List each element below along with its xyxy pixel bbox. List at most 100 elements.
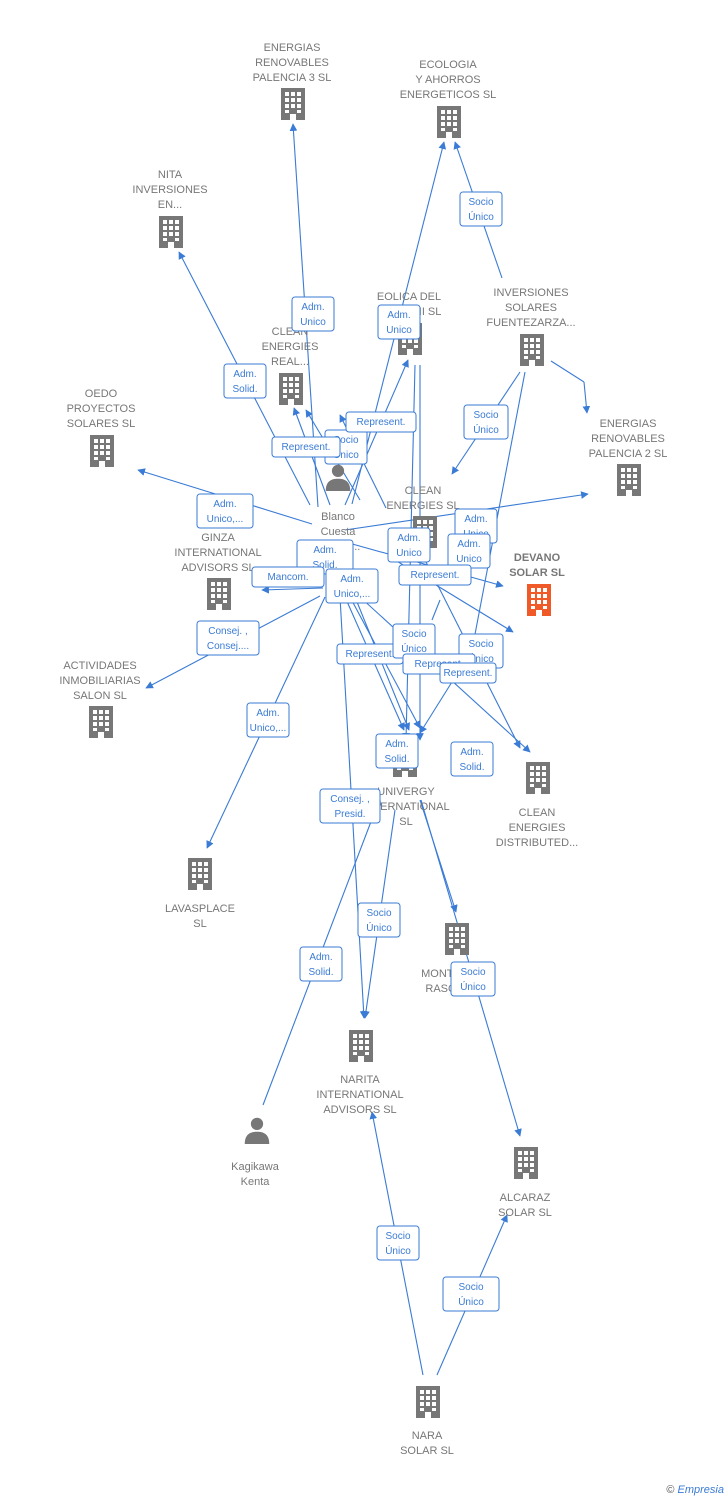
- svg-text:Mancom.: Mancom.: [267, 572, 308, 583]
- relation-label[interactable]: Adm.Solid.: [375, 733, 419, 769]
- building-icon: [445, 923, 469, 955]
- brand-logo[interactable]: Empresia: [677, 1484, 724, 1496]
- building-icon: [279, 373, 303, 405]
- svg-text:Único: Único: [468, 210, 494, 223]
- relation-label[interactable]: Represent.: [271, 436, 341, 458]
- svg-text:Adm.: Adm.: [464, 514, 487, 525]
- svg-text:Represent.: Represent.: [346, 649, 395, 660]
- edge-14: [261, 585, 324, 594]
- relation-label[interactable]: Adm.Solid.: [223, 363, 267, 399]
- svg-text:Socio: Socio: [333, 435, 358, 446]
- svg-text:Adm.: Adm.: [309, 952, 332, 963]
- svg-text:Solid.: Solid.: [459, 762, 484, 773]
- building-icon: [281, 88, 305, 120]
- building-icon: [617, 464, 641, 496]
- relation-label[interactable]: Adm.Unico,...: [246, 702, 290, 738]
- svg-text:Adm.: Adm.: [397, 533, 420, 544]
- building-icon: [159, 216, 183, 248]
- svg-text:Adm.: Adm.: [301, 302, 324, 313]
- svg-text:Socio: Socio: [385, 1231, 410, 1242]
- svg-text:Represent.: Represent.: [411, 570, 460, 581]
- svg-text:Represent.: Represent.: [415, 659, 464, 670]
- building-icon: [527, 584, 551, 616]
- svg-text:Adm.: Adm.: [460, 747, 483, 758]
- relation-label[interactable]: Consej. ,Presid.: [319, 788, 381, 824]
- relation-label[interactable]: Represent.: [439, 662, 497, 684]
- svg-text:Unico,...: Unico,...: [334, 589, 371, 600]
- relation-label[interactable]: Adm. Solid.: [450, 741, 494, 777]
- svg-text:Socio: Socio: [366, 908, 391, 919]
- copyright-icon: ©: [666, 1484, 675, 1496]
- building-icon: [520, 334, 544, 366]
- relation-label[interactable]: Adm.Solid.: [296, 539, 354, 575]
- svg-text:Socio: Socio: [460, 967, 485, 978]
- svg-text:Adm.: Adm.: [233, 369, 256, 380]
- relation-label[interactable]: Adm.Unico,...: [196, 493, 254, 529]
- relation-label[interactable]: Adm.Unico: [447, 533, 491, 569]
- relation-label[interactable]: Adm. Solid.: [299, 946, 343, 982]
- building-icon: [90, 435, 114, 467]
- svg-text:Socio: Socio: [401, 629, 426, 640]
- building-icon: [526, 762, 550, 794]
- svg-text:Único: Único: [458, 1295, 484, 1308]
- building-icon: [349, 1030, 373, 1062]
- edge-24: [471, 371, 526, 651]
- svg-text:Solid.: Solid.: [308, 967, 333, 978]
- relation-label[interactable]: Adm.Unico: [387, 527, 431, 563]
- svg-text:Represent.: Represent.: [357, 417, 406, 428]
- building-icon: [514, 1147, 538, 1179]
- svg-text:Adm.: Adm.: [340, 574, 363, 585]
- relation-label[interactable]: Consej. ,Consej....: [196, 620, 260, 656]
- person-icon: [244, 1117, 270, 1144]
- relation-label[interactable]: Represent.: [345, 411, 417, 433]
- svg-text:Solid.: Solid.: [312, 560, 337, 571]
- svg-text:Socio: Socio: [458, 1282, 483, 1293]
- relation-label[interactable]: Adm. Unico,...: [325, 568, 379, 604]
- svg-text:Unico: Unico: [456, 554, 482, 565]
- relation-label[interactable]: Represent.: [398, 564, 472, 586]
- svg-text:Represent.: Represent.: [282, 442, 331, 453]
- relation-label[interactable]: Mancom.: [251, 566, 325, 588]
- edge-9: [550, 360, 585, 383]
- footer: ©Empresia: [666, 1484, 724, 1496]
- relation-label[interactable]: Adm.Unico: [291, 296, 335, 332]
- relation-label[interactable]: Adm.Unico: [377, 304, 421, 340]
- building-icon: [89, 706, 113, 738]
- svg-text:Adm.: Adm.: [213, 499, 236, 510]
- svg-text:Adm.: Adm.: [256, 708, 279, 719]
